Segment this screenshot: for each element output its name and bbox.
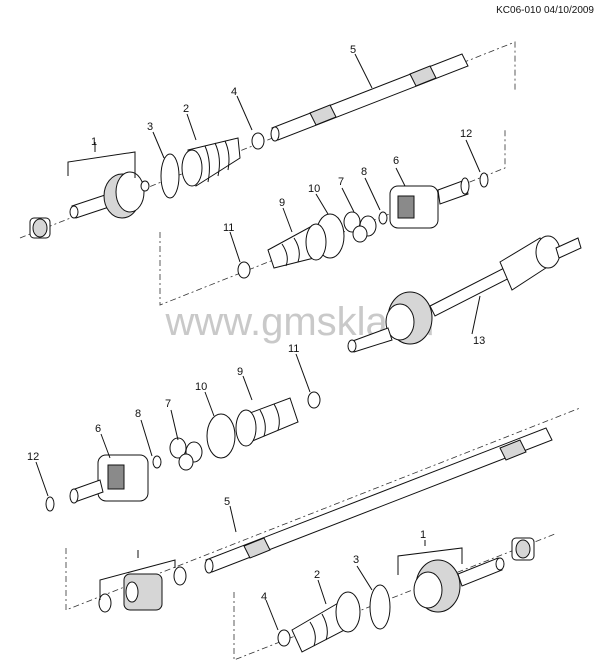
part-1-outer-cv-joint xyxy=(69,171,150,219)
callout-6: 6 xyxy=(95,423,101,435)
callout-10: 10 xyxy=(195,381,207,393)
damper xyxy=(98,566,187,613)
part-2-boot xyxy=(181,137,241,187)
callout-10: 10 xyxy=(308,183,320,195)
part-5-shaft xyxy=(270,53,469,142)
part-7-tripod xyxy=(343,211,377,243)
part-3-clamp xyxy=(369,584,391,630)
callout-4: 4 xyxy=(261,591,267,603)
part-5-shaft xyxy=(204,427,553,574)
part-11-clamp xyxy=(237,261,251,279)
part-4-clamp xyxy=(251,132,265,150)
guide-line xyxy=(65,407,581,611)
part-3-clamp xyxy=(160,153,180,199)
part-8-ring xyxy=(378,211,388,225)
part-10-clamp xyxy=(206,413,236,459)
guide-line xyxy=(233,533,556,661)
part-1-outer-cv-joint xyxy=(413,557,505,613)
callout-5: 5 xyxy=(224,496,230,508)
callout-1: 1 xyxy=(420,529,426,541)
callout-3: 3 xyxy=(147,121,153,133)
callout-8: 8 xyxy=(361,166,367,178)
callout-7: 7 xyxy=(165,398,171,410)
reference-code: KC06-010 04/10/2009 xyxy=(496,5,594,16)
callout-11: 11 xyxy=(223,222,234,234)
callout-2: 2 xyxy=(314,569,320,581)
part-7-tripod xyxy=(169,437,203,471)
part-13-shaft-assembly xyxy=(347,235,582,353)
callout-11: 11 xyxy=(288,343,299,355)
callout-7: 7 xyxy=(338,176,344,188)
guide-line xyxy=(159,130,506,306)
callout-1: 1 xyxy=(91,136,97,148)
callout-3: 3 xyxy=(353,554,359,566)
callout-4: 4 xyxy=(231,86,237,98)
bottom-assembly: 1 2 3 4 5 6 7 8 9 10 11 12 xyxy=(27,343,581,661)
callout-12: 12 xyxy=(27,451,39,463)
part-12-snap-ring xyxy=(45,496,55,512)
top-assembly: 1 2 3 4 5 6 7 8 9 10 11 12 13 xyxy=(19,41,582,353)
part-6-tripod-housing xyxy=(389,177,470,229)
callout-9: 9 xyxy=(279,197,285,209)
end-nut xyxy=(29,217,51,239)
leader-lines xyxy=(67,53,481,335)
part-11-clamp xyxy=(307,391,321,409)
part-12-snap-ring xyxy=(479,172,489,188)
part-9-boot xyxy=(267,223,327,269)
callout-2: 2 xyxy=(183,103,189,115)
leader-lines xyxy=(35,353,463,631)
callout-5: 5 xyxy=(350,44,356,56)
callout-12: 12 xyxy=(460,128,472,140)
callout-9: 9 xyxy=(237,366,243,378)
end-nut xyxy=(511,537,535,561)
part-9-boot xyxy=(235,397,299,447)
callout-8: 8 xyxy=(135,408,141,420)
part-2-boot xyxy=(291,591,361,653)
callout-13: 13 xyxy=(473,335,485,347)
callout-6: 6 xyxy=(393,155,399,167)
part-6-tripod-housing xyxy=(69,454,149,504)
part-4-clamp xyxy=(277,629,291,647)
part-8-ring xyxy=(152,455,162,469)
